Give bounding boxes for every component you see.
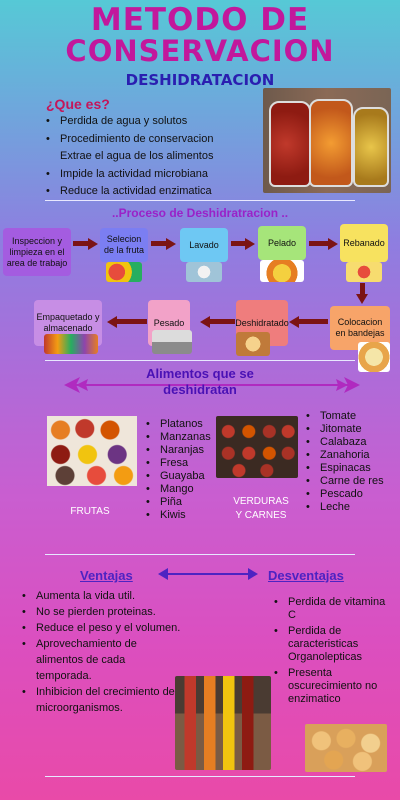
arrow-right-icon: [166, 238, 176, 250]
step-lavado-image: [186, 262, 222, 282]
foods-heading: Alimentos que se deshidratan: [0, 366, 400, 398]
arrow-right: [309, 241, 329, 246]
others-list: Tomate Jitomate Calabaza Zanahoria Espin…: [306, 410, 398, 514]
arrow-right: [73, 241, 89, 246]
other-food-item: Espinacas: [306, 462, 398, 475]
others-caption-2: Y CARNES: [235, 510, 287, 521]
arrow-left: [116, 319, 147, 324]
process-heading: ..Proceso de Deshidratracion ..: [111, 206, 289, 220]
fruit-item: Fresa: [146, 457, 226, 470]
other-food-item: Leche: [306, 501, 398, 514]
arrow-right-icon: [245, 238, 255, 250]
foods-heading-text: Alimentos que se deshidratan: [146, 366, 254, 397]
definition-item: Extrae el agua de los alimentos: [60, 150, 214, 162]
cons-list: Perdida de vitamina C Perdida de caracte…: [274, 596, 392, 706]
pros-heading: Ventajas: [80, 568, 133, 583]
preserved-foods-image: [175, 676, 271, 770]
con-item: Presenta oscurecimiento no enzimatico: [274, 667, 392, 706]
page-subtitle: DESHIDRATACION: [125, 71, 275, 89]
definition-heading: ¿Que es?: [46, 96, 110, 112]
double-arrow-icon: [64, 377, 360, 393]
pro-item: Aumenta la vida util.: [22, 588, 192, 604]
fruit-item: Guayaba: [146, 470, 226, 483]
step-pelado-image: [260, 260, 304, 282]
double-arrow-icon: [158, 568, 258, 580]
definition-item: Perdida de agua y solutos: [46, 113, 261, 131]
definition-list: Perdida de agua y solutos Procedimiento …: [46, 113, 261, 201]
other-food-item: Tomate: [306, 410, 398, 423]
divider: [45, 200, 355, 201]
other-food-item: Jitomate: [306, 423, 398, 436]
arrow-right-icon: [328, 238, 338, 250]
divider: [45, 776, 355, 777]
fruit-item: Mango: [146, 483, 226, 496]
arrow-right-icon: [88, 238, 98, 250]
step-pelado: Pelado: [258, 226, 306, 260]
others-caption-1: VERDURAS: [233, 496, 289, 507]
page-title-line-2: CONSERVACION: [65, 34, 335, 68]
fruit-item: Piña: [146, 496, 226, 509]
other-food-item: Zanahoria: [306, 449, 398, 462]
cons-heading: Desventajas: [268, 568, 344, 583]
pro-item: Inhibicion del crecimiento de microorgan…: [22, 684, 191, 716]
definition-item: Impide la actividad microbiana: [46, 166, 261, 184]
step-lavado: Lavado: [180, 228, 228, 262]
fruit-item: Platanos: [146, 418, 226, 431]
con-item: Perdida de vitamina C: [274, 596, 392, 622]
definition-item: Procedimiento de conservacion: [46, 131, 261, 149]
pros-list: Aumenta la vida util. No se pierden prot…: [22, 588, 192, 716]
arrow-down-icon: [356, 294, 368, 304]
dried-apple-chips-image: [305, 724, 387, 772]
step-deshidratado-image: [236, 332, 270, 356]
step-colocacion-image: [358, 342, 390, 372]
step-seleccion: Selecion de la fruta: [100, 228, 148, 262]
pro-item: Reduce el peso y el volumen.: [22, 620, 192, 636]
arrow-left: [209, 319, 235, 324]
step-rebanado-image: [346, 262, 382, 282]
arrow-right: [151, 241, 167, 246]
step-inspeccion: Inspeccion y limpieza en el area de trab…: [3, 228, 71, 276]
divider: [45, 554, 355, 555]
con-item: Perdida de caracteristicas Organoleptica…: [274, 625, 392, 664]
fruit-item: Kiwis: [146, 509, 226, 522]
arrow-right: [231, 241, 246, 246]
fruits-list: Platanos Manzanas Naranjas Fresa Guayaba…: [146, 418, 226, 522]
divider: [45, 360, 355, 361]
fruits-caption: FRUTAS: [70, 506, 110, 517]
other-food-item: Calabaza: [306, 436, 398, 449]
step-pesado-image: [152, 330, 192, 354]
pro-item: No se pierden proteinas.: [22, 604, 192, 620]
page-title-line-1: METODO DE: [90, 2, 310, 38]
arrow-left: [298, 319, 328, 324]
fruit-item: Manzanas: [146, 431, 226, 444]
arrow-left-icon: [200, 316, 210, 328]
dried-tomatoes-image: [216, 416, 298, 478]
arrow-left-icon: [107, 316, 117, 328]
dried-fruit-jars-image: [263, 88, 391, 193]
step-rebanado: Rebanado: [340, 224, 388, 262]
pro-item: Aprovechamiento de alimentos de cada tem…: [22, 636, 156, 684]
definition-item: Reduce la actividad enzimatica: [46, 183, 261, 201]
arrow-down: [360, 283, 365, 295]
step-empaquetado-image: [44, 334, 98, 354]
other-food-item: Pescado: [306, 488, 398, 501]
arrow-left-icon: [289, 316, 299, 328]
other-food-item: Carne de res: [306, 475, 398, 488]
dried-fruits-image: [47, 416, 137, 486]
step-seleccion-image: [106, 262, 142, 282]
fruit-item: Naranjas: [146, 444, 226, 457]
